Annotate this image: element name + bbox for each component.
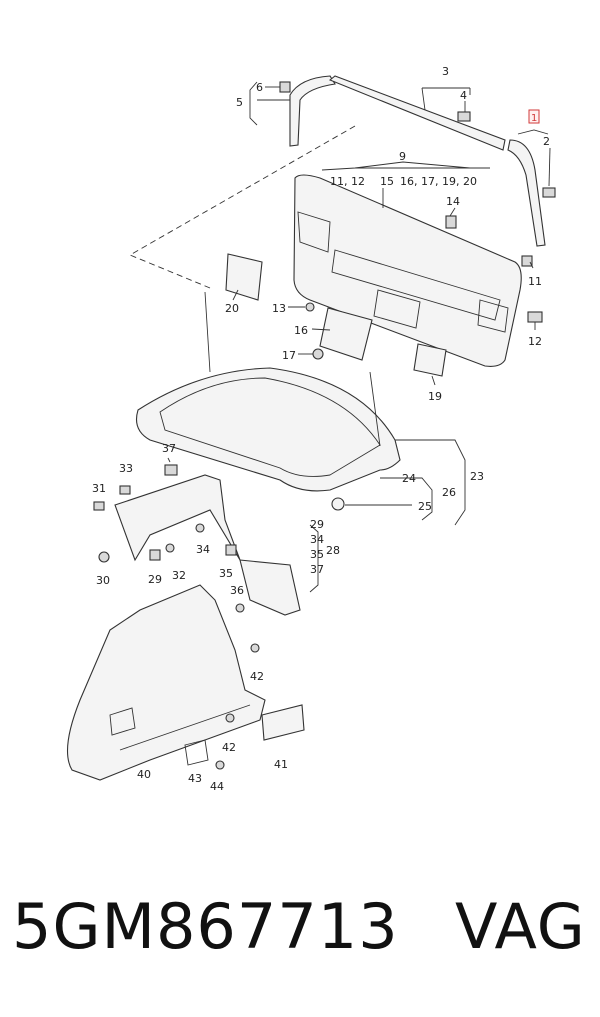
callout-28: 28 (326, 544, 340, 557)
screw-36 (235, 603, 245, 613)
callout-29: 29 (148, 573, 162, 586)
callout-41: 41 (274, 758, 288, 771)
tailgate-trim-right (507, 139, 546, 247)
cover-19 (413, 343, 447, 377)
callout-12: 12 (528, 335, 542, 348)
tailgate-trim-left (289, 75, 336, 147)
callout-32: 32 (172, 569, 186, 582)
callout-43: 43 (188, 772, 202, 785)
clip-6 (279, 81, 291, 93)
callout-24: 24 (402, 472, 416, 485)
callout-37: 37 (162, 442, 176, 455)
clip-29 (149, 549, 161, 561)
part-number: 5GM867713 (12, 890, 399, 963)
callout-1: 1 (531, 113, 537, 124)
callout-6: 6 (256, 81, 263, 94)
luggage-side-trim (67, 584, 266, 781)
tailgate-trim-panel (293, 174, 522, 367)
callout-33: 33 (119, 462, 133, 475)
clip-12 (527, 311, 543, 323)
callout-19: 19 (428, 390, 442, 403)
callout-25: 25 (418, 500, 432, 513)
callout-4: 4 (460, 89, 467, 102)
callout-13: 13 (272, 302, 286, 315)
clip-30 (98, 551, 110, 563)
brand-label: VAG (455, 890, 586, 963)
clip-17 (312, 348, 324, 360)
callout-28c: 35 (310, 548, 324, 561)
screw-42a (250, 643, 260, 653)
clip-37 (164, 464, 178, 476)
callout-9a: 11, 12 (330, 175, 365, 188)
callout-9: 9 (399, 150, 406, 163)
highlight-box (528, 109, 540, 124)
hook-25 (331, 497, 345, 511)
callout-30: 30 (96, 574, 110, 587)
callout-28a: 29 (310, 518, 324, 531)
callout-26: 26 (442, 486, 456, 499)
clip-4 (457, 111, 471, 122)
callout-9b: 15 (380, 175, 394, 188)
screw-13 (305, 302, 315, 312)
screw-44 (215, 760, 225, 770)
cover-20 (225, 253, 263, 301)
screw-42b (225, 713, 235, 723)
callout-2: 2 (543, 135, 550, 148)
callout-36: 36 (230, 584, 244, 597)
callout-28b: 34 (310, 533, 324, 546)
callout-20: 20 (225, 302, 239, 315)
callout-44: 44 (210, 780, 224, 793)
callout-34: 34 (196, 543, 210, 556)
callout-28d: 37 (310, 563, 324, 576)
callout-35: 35 (219, 567, 233, 580)
clip-11 (521, 255, 533, 267)
parcel-shelf (135, 291, 401, 492)
clip-14 (445, 215, 457, 229)
cover-41 (261, 704, 305, 741)
tailgate-trim-top-strip (328, 75, 506, 151)
clip-31 (93, 501, 105, 511)
callout-17: 17 (282, 349, 296, 362)
callout-11: 11 (528, 275, 542, 288)
footer: 5GM867713 VAG (0, 890, 600, 980)
clip-2 (542, 187, 556, 198)
clip-35 (225, 544, 237, 556)
callout-23: 23 (470, 470, 484, 483)
side-bracket (114, 474, 301, 616)
callout-16: 16 (294, 324, 308, 337)
callout-31: 31 (92, 482, 106, 495)
screw-34 (195, 523, 205, 533)
callout-lines (167, 81, 551, 593)
callout-42b: 42 (222, 741, 236, 754)
callout-9c: 16, 17, 19, 20 (400, 175, 477, 188)
callout-42a: 42 (250, 670, 264, 683)
exploded-parts-diagram: 1 2 3 4 5 6 9 11, 12 15 16, 17, 19, 20 1… (67, 65, 556, 793)
clip-33 (119, 485, 131, 495)
callout-14: 14 (446, 195, 460, 208)
cover-16 (319, 307, 373, 361)
callout-5: 5 (236, 96, 243, 109)
screw-32 (165, 543, 175, 553)
callout-40: 40 (137, 768, 151, 781)
callout-3: 3 (442, 65, 449, 78)
